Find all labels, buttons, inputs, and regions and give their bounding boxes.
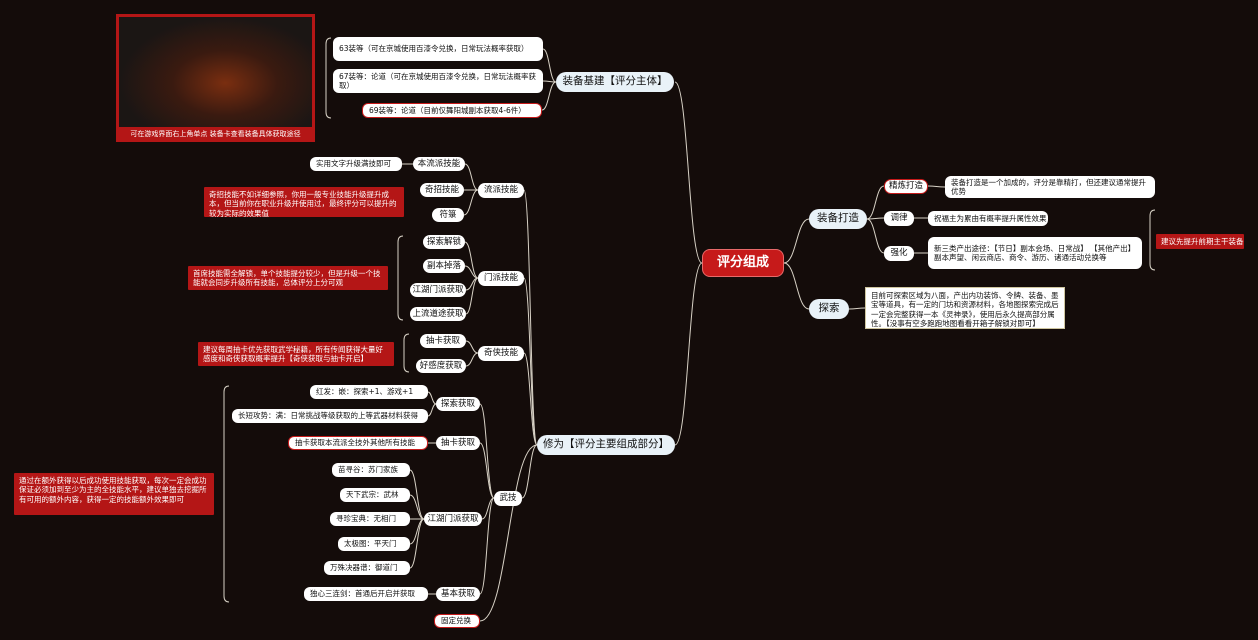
martial-explore-leaf-2[interactable]: 长短攻势：满：日常挑战等级获取的上等武器材料获得 [232,409,428,423]
cult-martial[interactable]: 武技 [494,491,522,506]
style-talisman[interactable]: 符箓 [432,208,464,222]
screenshot-caption: 可在游戏界面右上角单点 装备卡查看装备具体获取途径 [130,130,301,138]
edge-forge-tune [866,217,885,220]
sect-explore[interactable]: 探索解锁 [423,235,465,249]
style-main[interactable]: 本流派技能 [413,157,465,171]
bracket-forge [1149,209,1156,271]
cult-style[interactable]: 流派技能 [478,183,524,198]
edge-sect-2 [464,265,479,279]
game-screenshot: 可在游戏界面右上角单点 装备卡查看装备具体获取途径 [116,14,315,142]
martial-jh-2[interactable]: 天下武宗：武林 [340,488,410,502]
forge-refine-leaf[interactable]: 装备打造是一个加成的，评分是靠精打，但还建议通常提升优势 [945,176,1155,198]
edge-mjh-5 [409,518,425,569]
forge-tune[interactable]: 调律 [884,211,914,226]
edge-cult-sect [523,277,538,446]
bracket-base [325,37,332,119]
card-affinity[interactable]: 好感度获取 [416,359,466,373]
martial-basic-leaf[interactable]: 独心三连剑：首通后开启并获取 [304,587,428,601]
bracket-sect [397,235,404,321]
leaf-equip-67[interactable]: 67装等：论道（可在京城使用百漆令兑换，日常玩法概率获取） [333,69,543,93]
forge-enhance-leaf[interactable]: 新三类产出途径：【节日】副本会场、日常战】 【其他产出】副本声望、闲云商店、商令… [928,237,1142,269]
edge-explore-note [848,307,866,310]
forge-note: 建议先提升前期主干装备 [1156,234,1244,249]
center-node[interactable]: 评分组成 [702,249,784,277]
edge-center-forge [783,218,810,264]
edge-forge-enh [866,218,885,254]
martial-draw[interactable]: 抽卡获取 [436,436,480,450]
martial-basic[interactable]: 基本获取 [436,587,480,601]
edge-cult-martial [521,444,538,499]
branch-cultivation[interactable]: 修为【评分主要组成部分】 [537,435,675,455]
edge-card-1 [465,340,479,354]
cult-sect[interactable]: 门派技能 [478,271,524,286]
martial-draw-leaf[interactable]: 抽卡获取本流派全技外其他所有技能 [288,436,428,450]
bracket-card [403,333,410,373]
card-draw[interactable]: 抽卡获取 [420,334,466,348]
edge-cult-fixed [479,444,538,622]
edge-center-cult [674,262,703,446]
edge-center-explore [783,262,810,310]
cult-card[interactable]: 奇侠技能 [478,346,524,361]
edge-mex-2 [427,403,437,417]
martial-explore[interactable]: 探索获取 [436,397,480,411]
style-main-leaf[interactable]: 实用文字升级满技即可 [310,157,402,171]
martial-note: 通过在额外获得以后成功使用技能获取，每次一定会成功保证必须加到至少为主的全技能水… [14,473,214,515]
edge-cult-style [523,189,538,446]
forge-enhance[interactable]: 强化 [884,246,914,261]
edge-sect-4 [465,277,479,315]
branch-equip-forge[interactable]: 装备打造 [809,209,867,229]
edge-cult-card [523,352,538,446]
edge-m-basic [479,497,495,595]
forge-refine[interactable]: 精炼打造 [884,179,928,194]
forge-tune-leaf[interactable]: 祝福主为累由有概率提升属性效果 [928,211,1048,226]
martial-explore-leaf-1[interactable]: 红发：嵌：探索+1、游戏+1 [310,385,428,399]
style-note: 奇招技能不如详细参照，你用一般专业技能升级提升成本，但当前你在职业升级并使用过，… [204,187,404,218]
bracket-martial [223,385,230,603]
martial-jh-3[interactable]: 寻珍宝典：无相门 [330,512,410,526]
edge-m-explore [479,403,495,499]
screenshot-image [119,17,312,127]
edge-mex-1 [427,391,437,405]
edge-base-63 [542,48,557,83]
martial-jh-4[interactable]: 太极图：平天门 [338,537,410,551]
martial-jianghu[interactable]: 江湖门派获取 [424,512,482,526]
leaf-equip-69[interactable]: 69装等：论道（目前仅舞阳城副本获取4-6件） [362,103,542,118]
edge-base-69 [541,81,557,111]
sect-dungeon[interactable]: 副本掉落 [423,259,465,273]
martial-jh-5[interactable]: 万殊决器谱：御道门 [324,561,410,575]
martial-jh-1[interactable]: 苗寻谷：苏门家族 [332,463,410,477]
edge-sect-1 [464,241,479,279]
edge-mjh-2 [409,494,425,520]
edge-style-talisman [463,189,479,216]
sect-note: 首席技能需全解锁，单个技能提分较少，但是升级一个技能就会同步升级所有技能，总体评… [188,266,388,290]
edge-refine-leaf [927,185,946,188]
edge-m-draw [479,442,495,499]
edge-forge-refine [866,185,885,220]
edge-mjh-1 [409,469,425,520]
branch-equip-base[interactable]: 装备基建【评分主体】 [556,72,674,92]
leaf-equip-63[interactable]: 63装等（可在京城使用百漆令兑换，日常玩法概率获取） [333,37,543,61]
martial-fixed[interactable]: 固定兑换 [434,614,480,628]
edge-center-base [674,81,703,264]
branch-explore[interactable]: 探索 [809,299,849,319]
edge-style-main [464,163,479,191]
card-note: 建议每周抽卡优先获取武学秘籍，所有传闻获得大量好感度和奇侠获取概率提升【奇侠获取… [198,342,394,366]
explore-note: 目前可探索区域为八面，产出内功装饰、令牌、装备、墨宝等道具，有一定的门坊和资源材… [865,287,1065,329]
sect-jianghu[interactable]: 江湖门派获取 [410,283,466,297]
style-special[interactable]: 奇招技能 [420,183,464,197]
edge-card-2 [465,352,479,367]
sect-road[interactable]: 上流道途获取 [410,307,466,321]
